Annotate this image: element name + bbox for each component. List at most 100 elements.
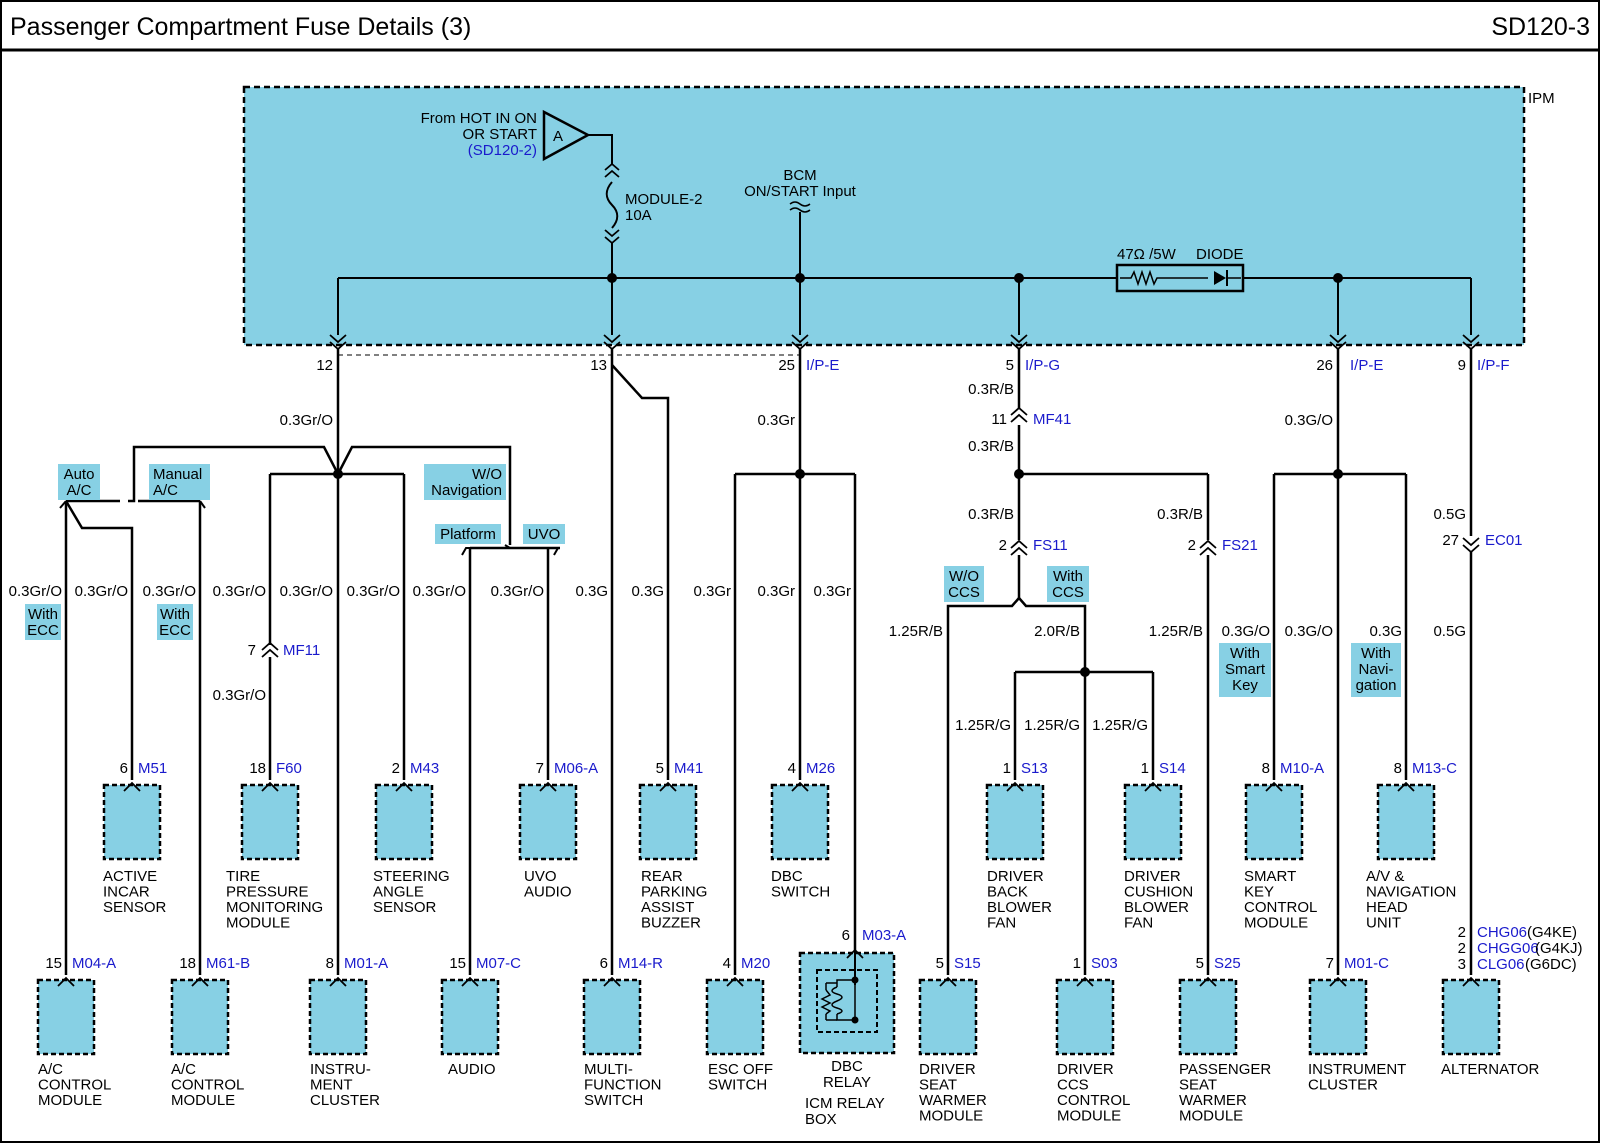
source-line2: OR START [463, 126, 537, 143]
passenger-seat-warmer-pin: 5 [1196, 955, 1204, 972]
passenger-seat-warmer-label-4: MODULE [1179, 1108, 1243, 1125]
tpms-module-label-4: MODULE [226, 915, 290, 932]
tag-with-ccs-l2: CCS [1052, 584, 1084, 601]
resistor-diode [1115, 263, 1245, 293]
alt-variant-3-conn: CLG06 [1477, 956, 1525, 973]
steering-angle-sensor-connector [395, 781, 413, 792]
smart-key-module-connector [1265, 781, 1283, 792]
instrument-cluster-m01a-connector [329, 976, 347, 987]
wire-label-125rg-2: 1.25R/G [1024, 717, 1080, 734]
av-navigation-head-unit-label-4: UNIT [1366, 915, 1401, 932]
fs11-name: FS11 [1033, 537, 1068, 554]
driver-cushion-blower-fan-pin: 1 [1141, 760, 1149, 777]
dbc-switch-label-1: DBC [771, 868, 803, 885]
fuse-rating: 10A [625, 207, 652, 224]
tag-smart-key-l1: With [1230, 645, 1260, 662]
dbc-switch-label-2: SWITCH [771, 884, 830, 901]
alt-variant-3-eng: (G6DC) [1525, 956, 1577, 973]
driver-seat-warmer-label-2: SEAT [919, 1077, 957, 1094]
tag-with-ecc-2-l1: With [160, 606, 190, 623]
wire-label-03g-1: 0.3G [575, 583, 608, 600]
instrument-cluster-m01a-conn: M01-A [344, 955, 388, 972]
multi-function-switch-box [582, 978, 642, 1056]
wire-label-03gro-7: 0.3Gr/O [413, 583, 466, 600]
diode-label: DIODE [1196, 246, 1244, 263]
driver-cushion-blower-fan-conn: S14 [1159, 760, 1186, 777]
dbc-switch-pin: 4 [788, 760, 796, 777]
ac-control-module-manual-label-3: MODULE [171, 1092, 235, 1109]
rear-parking-buzzer-label-4: BUZZER [641, 915, 701, 932]
fs11-pin: 2 [999, 537, 1007, 554]
wires-pin13 [610, 349, 670, 975]
source-connector-letter: A [553, 128, 563, 145]
source-connector-triangle [542, 109, 591, 162]
ipm-pin-connectors [329, 334, 1480, 351]
passenger-seat-warmer-label-3: WARMER [1179, 1092, 1247, 1109]
smart-key-module-conn: M10-A [1280, 760, 1324, 777]
mf11-name: MF11 [283, 642, 320, 659]
driver-back-blower-fan-label-4: FAN [987, 915, 1016, 932]
instrument-cluster-m01a-box [308, 978, 368, 1056]
pin-25: 25 [778, 357, 795, 374]
active-incar-sensor-connector [123, 781, 141, 792]
instrument-cluster-m01c-label-2: CLUSTER [1308, 1077, 1378, 1094]
tag-manual-ac-l1: Manual [153, 466, 202, 483]
ac-control-module-manual-label-1: A/C [171, 1061, 196, 1078]
bcm-line2: ON/START Input [744, 183, 857, 200]
driver-ccs-module-label-3: CONTROL [1057, 1092, 1130, 1109]
alt-variant-2-conn: CHGG06 [1477, 940, 1539, 957]
tag-manual-ac-l2: A/C [153, 482, 178, 499]
ec01-pin: 27 [1442, 532, 1459, 549]
av-navigation-head-unit-label-2: NAVIGATION [1366, 884, 1456, 901]
instrument-cluster-m01a-pin: 8 [326, 955, 334, 972]
driver-seat-warmer-label-3: WARMER [919, 1092, 987, 1109]
active-incar-sensor-label-2: INCAR [103, 884, 150, 901]
tpms-module-label-3: MONITORING [226, 899, 323, 916]
esc-off-switch-label-1: ESC OFF [708, 1061, 773, 1078]
pin-25-conn: I/P-E [806, 357, 839, 374]
uvo-audio-pin: 7 [536, 760, 544, 777]
tag-smart-key-l3: Key [1232, 677, 1258, 694]
wire-label-125rg-3: 1.25R/G [1092, 717, 1148, 734]
driver-cushion-blower-fan-box [1123, 783, 1183, 861]
ac-control-module-auto-label-3: MODULE [38, 1092, 102, 1109]
driver-back-blower-fan-box [985, 783, 1045, 861]
pin-9: 9 [1458, 357, 1466, 374]
tag-uvo-l1: UVO [528, 526, 561, 543]
icm-relay-box [798, 948, 896, 1055]
steering-angle-sensor-label-2: ANGLE [373, 884, 424, 901]
tag-manual-ac [149, 464, 210, 500]
wire-label-03rb-4: 0.3R/B [1157, 506, 1203, 523]
wire-label-20rb: 2.0R/B [1034, 623, 1080, 640]
active-incar-sensor-pin: 6 [120, 760, 128, 777]
instrument-cluster-m01c-conn: M01-C [1344, 955, 1389, 972]
alternator-connector [1462, 976, 1480, 987]
rear-parking-buzzer-box [638, 783, 698, 861]
tag-smart-key [1219, 643, 1271, 697]
wire-label-05g-2: 0.5G [1433, 623, 1466, 640]
tag-wo-ccs-l2: CCS [948, 584, 980, 601]
active-incar-sensor-conn: M51 [138, 760, 167, 777]
driver-cushion-blower-fan-label-2: CUSHION [1124, 884, 1193, 901]
wire-label-03gro-top: 0.3Gr/O [280, 412, 333, 429]
tag-auto-ac-l1: Auto [64, 466, 95, 483]
rear-parking-buzzer-label-3: ASSIST [641, 899, 694, 916]
tpms-module-label-1: TIRE [226, 868, 260, 885]
passenger-seat-warmer-label-1: PASSENGER [1179, 1061, 1271, 1078]
wires-pin5 [946, 349, 1210, 975]
driver-seat-warmer-box [918, 978, 978, 1056]
source-ref: (SD120-2) [468, 142, 537, 159]
passenger-seat-warmer-conn: S25 [1214, 955, 1241, 972]
pin-13: 13 [590, 357, 607, 374]
relay-box-l2: BOX [805, 1111, 837, 1128]
wire-label-03gro-1: 0.3Gr/O [9, 583, 62, 600]
wire-label-03rb-2: 0.3R/B [968, 438, 1014, 455]
wire-label-03gr-top: 0.3Gr [757, 412, 795, 429]
tag-with-ecc-1 [25, 604, 61, 640]
wire-label-03gr-1: 0.3Gr [693, 583, 731, 600]
instrument-cluster-m01c-connector [1329, 976, 1347, 987]
relay-inner-l2: RELAY [823, 1074, 871, 1091]
tag-with-ecc-2-l2: ECC [159, 622, 191, 639]
tag-navigation [1351, 643, 1401, 697]
